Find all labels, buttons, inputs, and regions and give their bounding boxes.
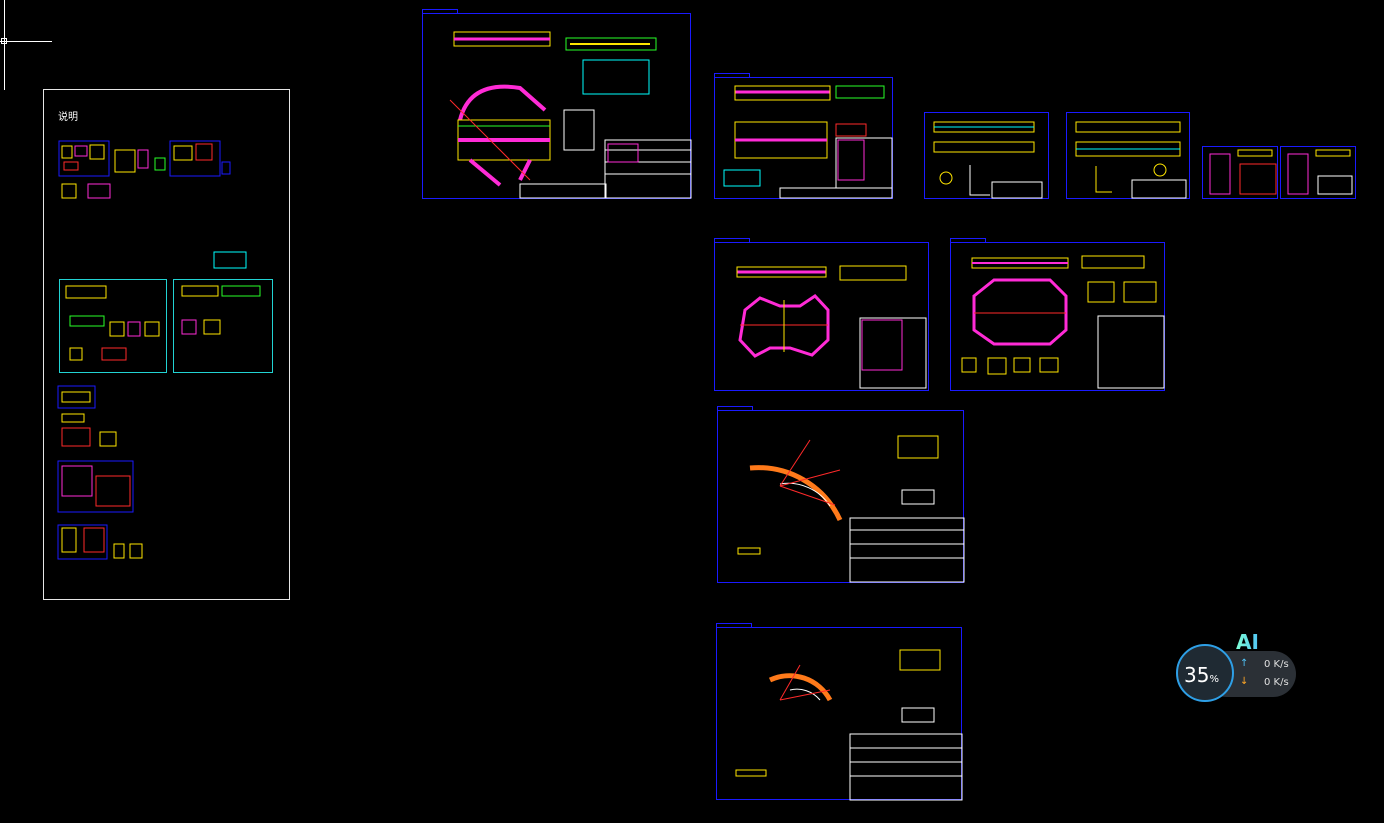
sheet-tab (422, 9, 458, 14)
crosshair-cursor-vertical (4, 0, 5, 90)
overview-title: 说明 (58, 112, 78, 123)
crosshair-cursor-horizontal (0, 41, 52, 42)
download-speed: 0 K/s (1264, 677, 1289, 688)
cpu-usage-gauge[interactable] (1176, 644, 1234, 702)
drawing-sheet-4[interactable] (1066, 112, 1190, 199)
sheet-10-content (735, 649, 963, 801)
ai-label[interactable]: AI (1236, 630, 1259, 654)
sheet-3-content (933, 121, 1043, 199)
sheet-tab (717, 406, 753, 411)
sheet-7-content (736, 265, 927, 389)
drawing-sheet-10[interactable] (716, 623, 962, 800)
sheet-9-content (737, 435, 965, 583)
upload-arrow-icon: ↑ (1240, 658, 1249, 669)
sheet-4-content (1075, 121, 1187, 199)
overview-frame[interactable] (43, 89, 290, 600)
system-monitor-widget[interactable]: AI 35% ↑ 0 K/s ↓ 0 K/s (1176, 630, 1300, 704)
overview-thumbnails (57, 140, 261, 560)
sheet-tab (714, 238, 750, 243)
sheet-tab (950, 238, 986, 243)
drawing-sheet-3[interactable] (924, 112, 1049, 199)
sheet-8-content (961, 255, 1165, 389)
drawing-sheet-5[interactable] (1202, 146, 1278, 199)
sheet-tab (716, 623, 752, 628)
sheet-tab (714, 73, 750, 78)
drawing-sheet-6[interactable] (1280, 146, 1356, 199)
overview-group-frame-left[interactable] (59, 279, 167, 373)
cpu-usage-percent: 35% (1184, 663, 1219, 687)
sheet-1-content (449, 31, 692, 199)
overview-group-frame-right[interactable] (173, 279, 273, 373)
drawing-sheet-9[interactable] (717, 406, 964, 583)
upload-speed: 0 K/s (1264, 659, 1289, 670)
download-arrow-icon: ↓ (1240, 676, 1249, 687)
crosshair-cursor-pickbox (1, 38, 7, 44)
drawing-sheet-7[interactable] (714, 238, 929, 391)
sheet-5-6-content (1209, 149, 1353, 195)
sheet-2-content (723, 85, 893, 199)
